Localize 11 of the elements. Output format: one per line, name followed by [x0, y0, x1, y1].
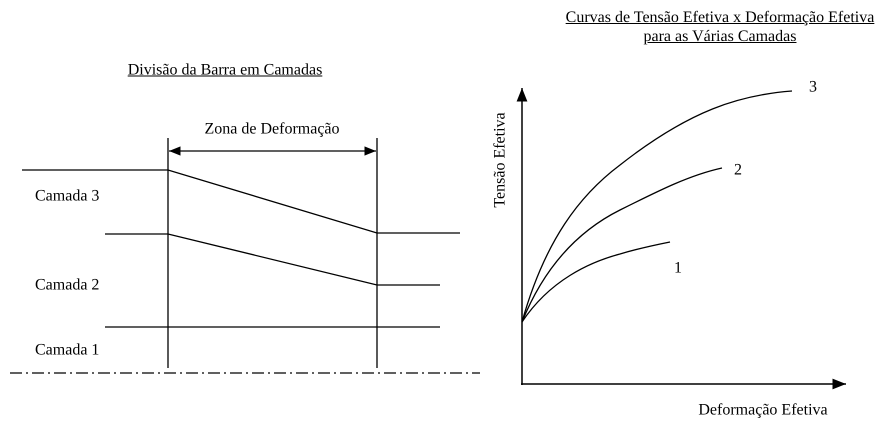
chart-heading: Curvas de Tensão Efetiva x Deformação Efetiva para as Várias Camadas [564, 8, 876, 46]
curve-number: 1 [674, 258, 682, 278]
curve-number: 2 [734, 160, 742, 180]
layer-label: Camada 1 [35, 340, 100, 360]
zone-label: Zona de Deformação [204, 120, 340, 138]
axis-label: Tensão Efetiva [490, 112, 510, 208]
curve-number: 3 [809, 78, 817, 96]
layer-label: Camada 3 [35, 186, 100, 206]
section-heading: Divisão da Barra em Camadas [128, 60, 322, 80]
layer-label: Camada 2 [35, 276, 100, 294]
axis-label: Deformação Efetiva [698, 400, 828, 420]
